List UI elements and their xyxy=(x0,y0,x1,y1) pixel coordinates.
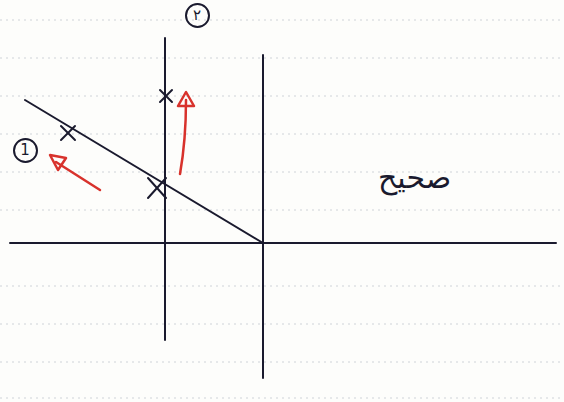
cross-mark xyxy=(61,126,75,140)
callout-number: 1 xyxy=(20,143,30,158)
vertical-line xyxy=(164,38,166,340)
vertical-axis xyxy=(262,55,264,378)
horizontal-axis xyxy=(10,242,556,244)
red-arrow xyxy=(178,92,194,174)
cross-mark xyxy=(160,90,172,102)
callout-circle: ۲ xyxy=(185,3,210,28)
callout-number: ۲ xyxy=(193,8,201,23)
ruled-lines xyxy=(0,20,564,398)
cross-mark xyxy=(148,178,166,198)
red-arrow xyxy=(50,155,100,190)
callout-circle: 1 xyxy=(13,138,38,163)
slanted-line xyxy=(25,100,263,243)
note-text: صحیح xyxy=(378,160,451,195)
